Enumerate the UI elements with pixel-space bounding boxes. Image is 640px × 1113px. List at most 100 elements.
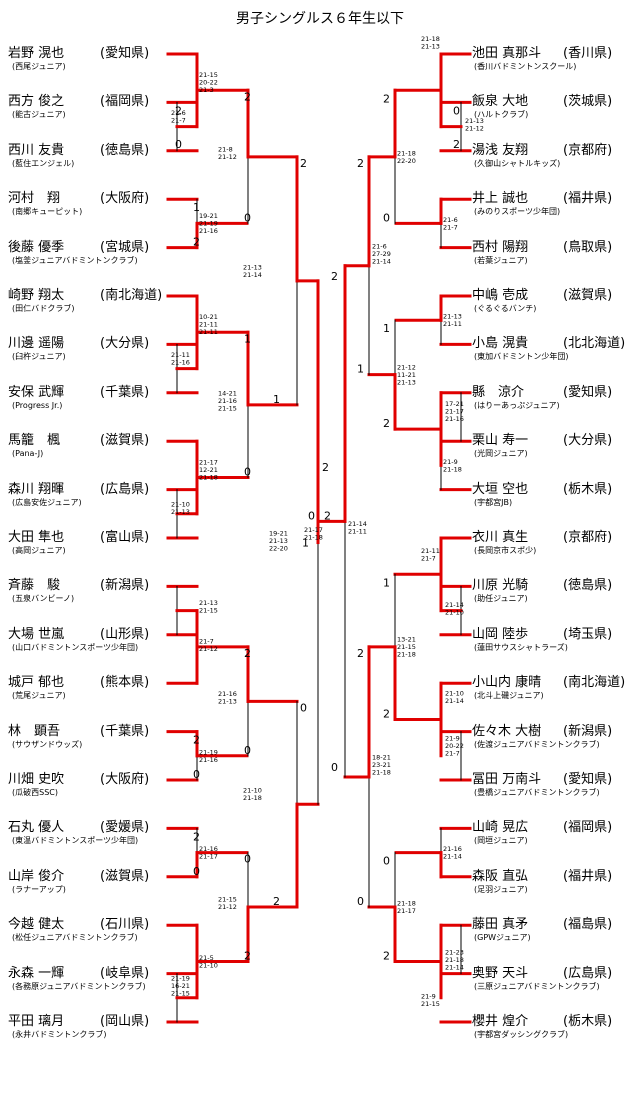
player-name: 大田 隼也: [8, 530, 65, 545]
set-score: 16-21: [171, 982, 190, 990]
player-name: 森阪 直弘: [472, 868, 529, 884]
set-score: 21-11: [199, 328, 218, 336]
set-score: 21-18: [304, 533, 323, 541]
player-name: 井上 誠也: [472, 191, 529, 207]
player-club: (田仁バドクラブ): [12, 304, 75, 313]
player-pref: (滋賀県): [100, 868, 150, 884]
player-pref: (南北海道): [563, 675, 626, 691]
player-name: 山岡 陸歩: [472, 626, 529, 642]
set-score: 11-21: [397, 371, 416, 379]
player-name: 小山内 康晴: [472, 675, 542, 691]
game-count: 1: [273, 393, 280, 406]
player-name: 藤田 真矛: [472, 917, 529, 933]
player-club: (松任ジュニアバドミントンクラブ): [12, 933, 138, 943]
game-count: 2: [193, 830, 200, 843]
player-club: (ラナーアップ): [12, 884, 66, 894]
player-pref: (徳島県): [100, 142, 150, 158]
set-score: 21-13: [269, 537, 288, 545]
player-club: (藍住エンジェル): [12, 158, 75, 168]
game-count: 0: [193, 768, 200, 781]
game-count: 0: [453, 104, 460, 117]
set-score: 21-15: [199, 71, 218, 79]
player-name: 林 顕吾: [8, 723, 61, 739]
game-count: 2: [324, 509, 331, 522]
set-score: 21-10: [445, 690, 464, 698]
set-score: 21-3: [199, 86, 214, 94]
set-score: 17-21: [445, 400, 464, 408]
player-club: (宇都宮ダッシングクラブ): [474, 1030, 569, 1039]
set-score: 21-13: [199, 599, 218, 607]
game-count: 2: [383, 92, 390, 105]
player-club: (東温バドミントンスポーツ少年団): [12, 836, 139, 846]
set-score: 21-7: [421, 554, 436, 562]
player-club: (北斗上磯ジュニア): [474, 691, 544, 701]
set-score: 21-19: [199, 748, 218, 756]
game-count: 2: [383, 950, 390, 963]
player-name: 西川 友貴: [8, 142, 65, 158]
player-name: 岩野 滉也: [8, 46, 65, 61]
player-pref: (滋賀県): [100, 433, 150, 449]
set-score: 21-18: [397, 651, 416, 659]
player-pref: (北北海道): [563, 336, 626, 352]
set-score: 21-15: [397, 643, 416, 651]
player-club: (五泉バンビーノ): [12, 594, 75, 604]
player-club: (山口バドミントンスポーツ少年団): [12, 642, 139, 652]
set-score: 21-12: [199, 645, 218, 653]
player-name: 飯泉 大地: [472, 94, 529, 110]
player-club: (能古ジュニア): [12, 110, 66, 120]
player-club: (はりーあっぷジュニア): [474, 400, 560, 410]
player-name: 奥野 天斗: [472, 965, 529, 981]
set-score: 21-14: [445, 963, 464, 971]
set-score: 21-6: [443, 216, 458, 224]
player-pref: (広島県): [100, 481, 150, 497]
set-score: 20-22: [445, 742, 464, 750]
player-club: (広島安佐ジュニア): [12, 497, 82, 507]
player-name: 栗山 寿一: [472, 433, 529, 449]
player-pref: (滋賀県): [563, 288, 613, 303]
game-count: 2: [193, 734, 200, 747]
player-name: 永森 一輝: [8, 965, 65, 981]
set-score: 14-21: [218, 390, 237, 398]
set-score: 22-20: [397, 157, 416, 165]
game-count: 1: [193, 201, 200, 214]
player-pref: (広島県): [563, 965, 613, 981]
set-score: 21-9: [445, 735, 460, 743]
set-score: 21-9: [421, 992, 436, 1000]
player-club: (ハルトクラブ): [474, 110, 529, 120]
player-pref: (熊本県): [100, 675, 150, 691]
set-score: 19-21: [269, 529, 288, 537]
player-club: (岡垣ジュニア): [474, 836, 528, 846]
player-pref: (新潟県): [563, 723, 613, 739]
set-score: 21-12: [218, 903, 237, 911]
player-club: (若葉ジュニア): [474, 255, 528, 265]
set-score: 20-22: [199, 79, 218, 87]
set-score: 21-8: [218, 145, 233, 153]
game-count: 0: [244, 744, 251, 757]
game-count: 0: [244, 466, 251, 479]
player-club: (香川バドミントンスクール): [474, 62, 577, 71]
player-pref: (徳島県): [563, 578, 613, 594]
player-pref: (京都府): [563, 142, 613, 158]
page-title: 男子シングルス６年生以下: [236, 11, 404, 27]
game-count: 0: [193, 865, 200, 878]
player-pref: (京都府): [563, 530, 613, 545]
game-count: 0: [331, 761, 338, 774]
set-score: 21-13: [243, 263, 262, 271]
player-name: 湯浅 友翔: [472, 142, 529, 158]
set-score: 19-21: [199, 212, 218, 220]
game-count: 0: [175, 138, 182, 151]
set-score: 18-21: [372, 754, 391, 762]
set-score: 22-20: [269, 544, 288, 552]
set-score: 21-7: [171, 117, 186, 125]
player-pref: (福井県): [563, 191, 613, 207]
set-score: 21-10: [199, 962, 218, 970]
game-count: 0: [300, 701, 307, 714]
player-name: 中嶋 壱成: [472, 288, 529, 303]
game-count: 2: [331, 270, 338, 283]
set-score: 21-16: [218, 690, 237, 698]
set-score: 21-14: [372, 258, 391, 266]
set-score: 21-13: [465, 117, 484, 125]
player-name: 縣 涼介: [472, 384, 525, 400]
player-name: 佐々木 大樹: [472, 723, 542, 739]
